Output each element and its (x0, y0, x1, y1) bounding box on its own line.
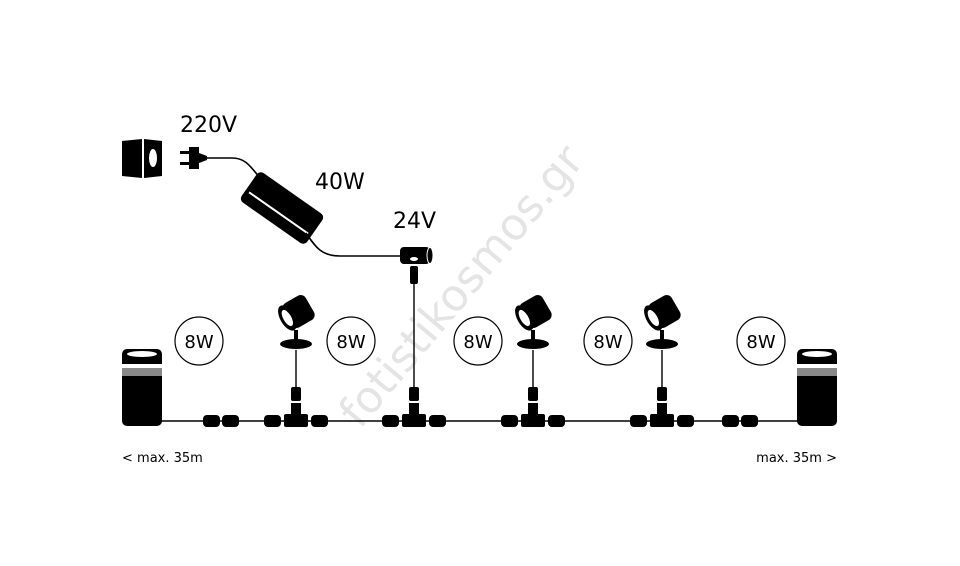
t-connector-icon (630, 387, 694, 427)
watermark: fotistikosmos.gr (329, 135, 594, 437)
power-label: 8W (593, 332, 622, 353)
spotlight-icon (515, 295, 552, 387)
bollard-light-icon (797, 349, 837, 426)
power-label: 8W (184, 332, 213, 353)
mains-voltage-label: 220V (180, 113, 237, 138)
transformer-power-label: 40W (315, 170, 365, 195)
t-connector-icon (382, 387, 446, 427)
power-badge: 8W (174, 316, 224, 366)
power-badge: 8W (326, 316, 376, 366)
transformer-icon (240, 172, 324, 244)
mains-cable (206, 157, 263, 181)
power-label: 8W (336, 332, 365, 353)
spotlight-icon (278, 295, 315, 387)
spotlight-icon (644, 295, 681, 387)
bollard-light-icon (122, 349, 162, 426)
max-length-right-label: max. 35m > (756, 451, 837, 466)
power-badge: 8W (583, 316, 633, 366)
t-connector-icon (501, 387, 565, 427)
power-connector-icon (400, 247, 434, 284)
low-voltage-label: 24V (393, 209, 436, 234)
low-voltage-cable (305, 232, 400, 257)
power-label: 8W (463, 332, 492, 353)
max-length-left-label: < max. 35m (122, 451, 203, 466)
t-connector-icon (264, 387, 328, 427)
plug-icon (180, 147, 207, 169)
power-badge: 8W (736, 316, 786, 366)
power-badge: 8W (453, 316, 503, 366)
inline-connector-icon (203, 415, 239, 427)
power-label: 8W (746, 332, 775, 353)
inline-connector-icon (722, 415, 758, 427)
wall-socket-icon (122, 139, 162, 178)
